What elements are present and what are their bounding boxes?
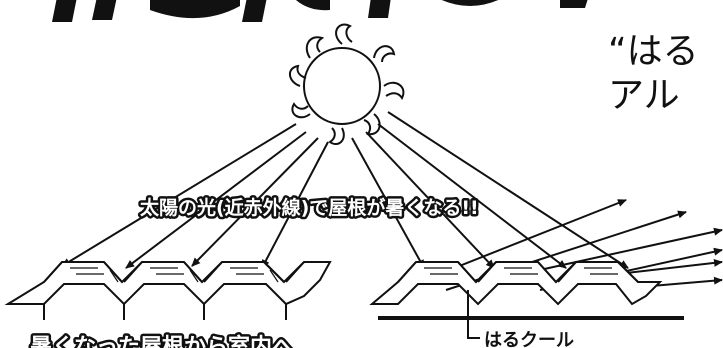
right-caption: はるクール xyxy=(484,330,574,348)
sun-icon xyxy=(289,23,405,146)
main-caption: 太陽の光(近赤外線)で屋根が暑くなる!! xyxy=(140,196,479,219)
headline-line-2: アル xyxy=(608,75,680,116)
left-caption: 暑くなった屋根から室内へ xyxy=(30,334,294,348)
left-roof xyxy=(4,261,332,320)
incoming-rays-left xyxy=(61,123,329,269)
right-roof xyxy=(369,261,684,339)
headline-line-1: “はる xyxy=(608,31,699,72)
top-banner-lettering xyxy=(52,0,588,22)
incoming-rays-right xyxy=(351,111,629,269)
